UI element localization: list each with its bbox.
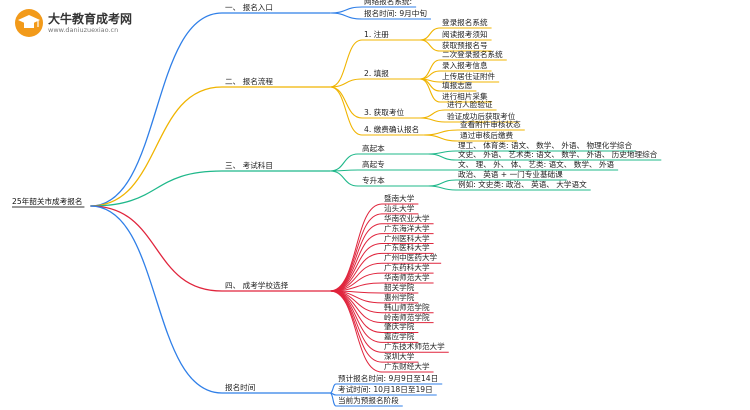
school-item: 深圳大学 xyxy=(384,352,415,362)
school-item: 广东技术师范大学 xyxy=(384,342,445,352)
school-connector xyxy=(329,243,383,292)
leaf-connector xyxy=(423,129,459,136)
branch-connector xyxy=(90,205,223,292)
leaf-connector xyxy=(427,179,457,187)
step-connector xyxy=(329,78,363,88)
process-step: 3. 获取考位 xyxy=(364,108,405,117)
leaf-connector xyxy=(419,39,441,52)
process-detail: 进行相片采集 xyxy=(442,92,488,101)
process-detail: 获取预报名号 xyxy=(442,41,488,50)
leaf-connector xyxy=(419,109,446,119)
process-detail: 阅读报考须知 xyxy=(442,30,488,39)
leaf-connector xyxy=(329,383,337,394)
process-detail: 填报志愿 xyxy=(442,81,473,90)
section-label: 一、 报名入口 xyxy=(225,3,273,12)
schedule-item: 预计报名时间: 9月9日至14日 xyxy=(338,374,439,383)
process-step: 1. 注册 xyxy=(364,30,389,39)
leaf-connector xyxy=(329,6,363,14)
exam-subjects: 理工、 体育类: 语文、 数学、 外语、 物理化学综合 xyxy=(458,141,633,150)
school-item: 广东财经大学 xyxy=(384,362,430,371)
school-item: 广州医科大学 xyxy=(384,233,430,243)
school-item: 华南师范大学 xyxy=(384,273,430,283)
process-step: 4. 缴费确认报名 xyxy=(364,125,420,134)
school-item: 暨南大学 xyxy=(384,194,415,203)
section-label: 报名时间 xyxy=(225,383,256,392)
exam-subjects: 例如: 文史类: 政治、 英语、 大学语文 xyxy=(458,180,587,189)
exam-subjects: 文史、 外语、 艺术类: 语文、 数学、 外语、 历史地理综合 xyxy=(458,150,658,159)
branch-connector xyxy=(90,205,223,394)
section-label: 四、 成考学校选择 xyxy=(225,281,289,290)
section-label: 二、 报名流程 xyxy=(225,77,273,86)
step-connector xyxy=(329,39,363,88)
school-connector xyxy=(329,290,383,343)
school-connector xyxy=(329,223,383,292)
entry-item: 网络报名系统: xyxy=(364,0,413,6)
exam-subjects: 政治、 英语 + 一门专业基础课 xyxy=(458,170,563,179)
process-detail: 上传居住证附件 xyxy=(442,72,496,81)
school-connector xyxy=(329,252,383,292)
school-item: 岭南师范学院 xyxy=(384,312,430,322)
root-topic: 25年韶关市成考报名 xyxy=(12,197,83,206)
school-item: 汕头大学 xyxy=(384,203,415,213)
school-item: 广东海洋大学 xyxy=(384,223,430,233)
exam-level: 高起专 xyxy=(362,160,385,169)
process-detail: 录入报考信息 xyxy=(442,61,488,70)
leaf-connector xyxy=(419,27,441,41)
leaf-connector xyxy=(419,78,441,103)
school-connector xyxy=(329,290,383,314)
branch-connector xyxy=(90,170,223,207)
step-connector xyxy=(329,86,363,136)
process-detail: 进行人脸验证 xyxy=(447,100,493,109)
exam-subjects: 文、 理、 外、 体、 艺类: 语文、 数学、 外语 xyxy=(458,160,615,169)
step-connector xyxy=(329,86,363,119)
logo-title: 大牛教育成考网 xyxy=(48,12,133,26)
school-item: 华南农业大学 xyxy=(384,213,430,223)
leaf-connector xyxy=(419,59,441,80)
entry-item: 报名时间: 9月中旬 xyxy=(364,9,427,18)
leaf-connector xyxy=(423,134,459,142)
process-detail: 查看附件审核状态 xyxy=(460,120,521,129)
process-detail: 二次登录报名系统 xyxy=(442,50,503,59)
schedule-item: 考试时间: 10月18日至19日 xyxy=(338,385,433,394)
site-logo[interactable]: 大牛教育成考网 www.daniuzuexiao.cn xyxy=(8,4,148,44)
leaf-connector xyxy=(419,70,441,80)
leaf-connector xyxy=(427,150,457,155)
school-item: 嘉应学院 xyxy=(384,332,415,342)
school-item: 韩山师范学院 xyxy=(384,302,430,312)
process-detail: 验证成功后获取考位 xyxy=(447,112,516,121)
process-step: 2. 填报 xyxy=(364,69,389,78)
school-item: 肇庆学院 xyxy=(384,322,415,332)
school-item: 惠州学院 xyxy=(384,292,415,302)
school-connector xyxy=(329,203,383,292)
process-detail: 登录报名系统 xyxy=(442,18,488,27)
school-item: 广东医科大学 xyxy=(384,243,430,253)
school-connector xyxy=(329,213,383,292)
leaf-connector xyxy=(419,117,446,123)
school-item: 韶关学院 xyxy=(384,282,415,292)
graduation-cap-icon xyxy=(15,9,43,37)
logo-url: www.daniuzuexiao.cn xyxy=(48,26,119,34)
leaf-connector xyxy=(427,153,457,161)
process-detail: 通过审核后缴费 xyxy=(460,131,514,140)
school-item: 广东药科大学 xyxy=(384,263,430,273)
schedule-item: 当前为预报名阶段 xyxy=(338,396,399,405)
level-connector xyxy=(329,170,359,187)
exam-level: 高起本 xyxy=(362,144,385,153)
school-connector xyxy=(329,290,383,373)
leaf-connector xyxy=(329,12,363,20)
branch-connector xyxy=(90,86,223,207)
leaf-connector xyxy=(427,185,457,191)
exam-level: 专升本 xyxy=(362,176,385,185)
section-label: 三、 考试科目 xyxy=(225,161,273,170)
leaf-connector xyxy=(329,392,337,407)
school-item: 广州中医药大学 xyxy=(384,253,438,263)
branch-connector xyxy=(90,12,223,207)
level-connector xyxy=(329,153,359,172)
